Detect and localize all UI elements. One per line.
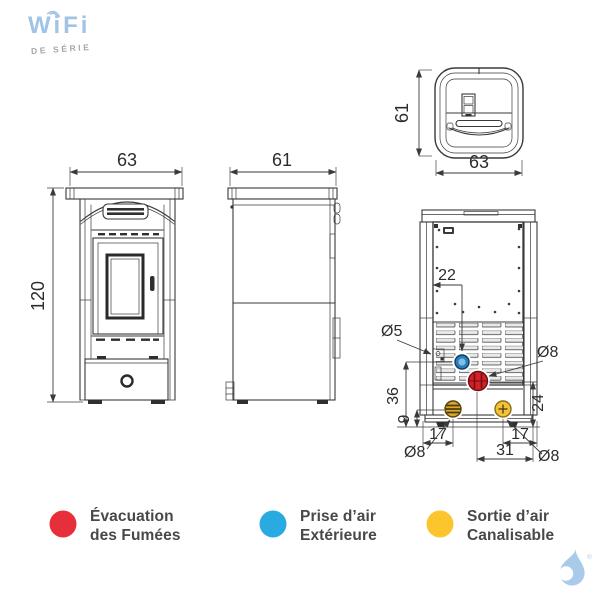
front-view-drawing: 63 120 <box>28 150 184 404</box>
duct-offset-right-dim: 17 <box>511 426 529 443</box>
flue-legend-label: Évacuation des Fumées <box>90 507 181 545</box>
front-height-dim: 120 <box>28 281 48 311</box>
side-depth-dim: 61 <box>272 150 292 170</box>
inlet-diameter-dim: Ø5 <box>381 323 402 340</box>
duct-diameter-left-dim: Ø8 <box>404 444 425 461</box>
air-inlet-legend-label: Prise d’air Extérieure <box>300 507 377 545</box>
wifi-waves-icon <box>46 10 61 17</box>
duct-height-dim: 9 <box>396 414 413 423</box>
flue-legend-line1: Évacuation <box>90 508 174 525</box>
air-inlet-legend-line2: Extérieure <box>300 527 377 544</box>
front-lower-vents <box>96 338 159 341</box>
door-handle <box>150 276 155 291</box>
top-view-drawing: 61 63 <box>392 67 524 176</box>
flue-center-offset-dim: 31 <box>496 442 514 459</box>
flue-offset-dim: 22 <box>438 267 456 284</box>
air-inlet-legend-line1: Prise d’air <box>300 508 377 525</box>
duct-port-left <box>442 398 464 420</box>
registered-mark: ® <box>587 553 592 561</box>
water-drop-icon: ® <box>558 548 592 586</box>
flue-color-dot <box>49 510 77 538</box>
duct-port-right <box>492 398 514 420</box>
inlet-height-dim: 36 <box>385 387 402 405</box>
flue-diameter-dim: Ø8 <box>537 344 558 361</box>
top-depth-dim: 61 <box>392 103 412 123</box>
rear-view-drawing: 22 Ø5 Ø8 36 9 <box>381 209 559 465</box>
ducted-air-legend-label: Sortie d’air Canalisable <box>467 507 554 545</box>
ducted-air-legend-line2: Canalisable <box>467 527 555 544</box>
legend-item-ducted-air: Sortie d’air Canalisable <box>426 507 554 545</box>
legend-item-air-inlet: Prise d’air Extérieure <box>259 507 377 545</box>
front-top-vents <box>98 233 159 236</box>
side-view-drawing: 61 <box>225 150 341 404</box>
air-inlet-port <box>452 352 472 372</box>
duct-diameter-right-dim: Ø8 <box>538 448 559 465</box>
flue-port <box>466 369 490 393</box>
legend-item-flue: Évacuation des Fumées <box>49 507 181 545</box>
side-rear-connector <box>225 381 235 401</box>
flue-legend-line2: des Fumées <box>90 527 181 544</box>
flue-height-dim: 24 <box>530 394 547 412</box>
rear-dimensions: 22 Ø5 Ø8 36 9 <box>381 267 559 465</box>
air-inlet-color-dot <box>259 510 287 538</box>
ducted-air-legend-line1: Sortie d’air <box>467 508 550 525</box>
top-handle-slot <box>455 119 503 128</box>
front-width-dim: 63 <box>117 150 137 170</box>
ducted-air-color-dot <box>426 510 454 538</box>
pedestal-knob <box>120 374 134 388</box>
wifi-logo: WiFi <box>28 12 91 39</box>
top-width-dim: 63 <box>469 152 489 172</box>
